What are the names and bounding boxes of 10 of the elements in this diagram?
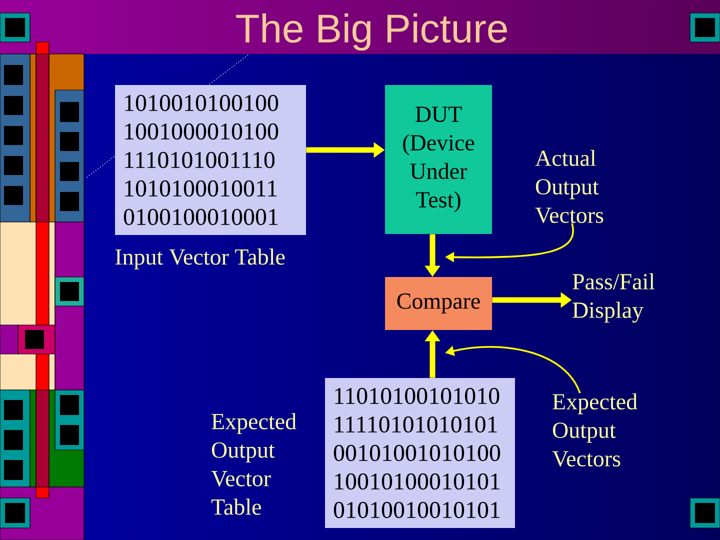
table-label: Input Vector Table: [115, 248, 285, 270]
title: The Big Picture: [236, 13, 507, 51]
vector-table-box: 1010010100100 1001000010100 1110101001110 1010100010011 0100100010001: [115, 85, 306, 235]
text-label: Actual Output Vectors: [535, 150, 604, 224]
table-label: Expected Output Vector Table: [211, 413, 296, 515]
text-label: Pass/Fail Display: [572, 273, 655, 323]
vector-table-box: 11010100101010 11110101010101 00101001010100 10010100010101 01010010010101: [325, 378, 515, 528]
process-box: DUT (Device Under Test): [385, 85, 492, 234]
process-box: Compare: [385, 277, 492, 330]
text-label: Expected Output Vectors: [552, 393, 638, 467]
